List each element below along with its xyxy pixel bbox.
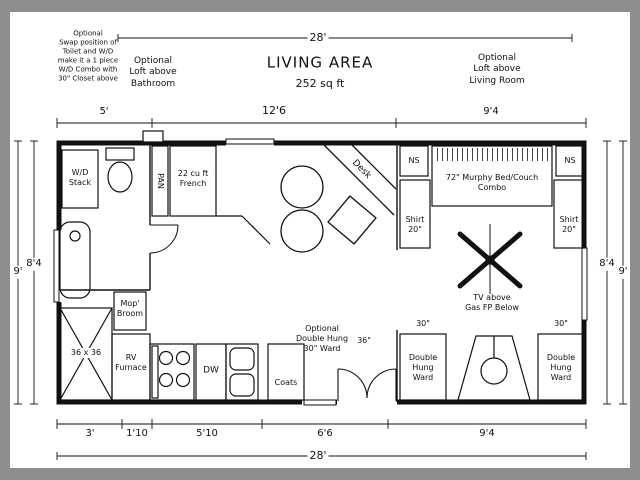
area-subtitle: 252 sq ft — [295, 77, 345, 91]
drawing-sheet — [10, 12, 630, 468]
dim-bottom-9ft4: 9'4 — [479, 427, 495, 439]
wardrobe-left-label: Double Hung Ward — [408, 353, 438, 382]
cabinet-above — [142, 130, 164, 143]
page-title: LIVING AREA — [266, 53, 374, 72]
swap-note: Optional Swap position of Toilet and W/D… — [57, 29, 119, 84]
ward-left-width-label: 30" — [416, 319, 430, 328]
tv-fireplace-label: TV above Gas FP Below — [465, 293, 519, 312]
pantry — [151, 145, 169, 217]
living-area-fixtures — [399, 145, 585, 401]
sink-basin — [229, 373, 255, 397]
burner — [158, 350, 174, 366]
wardrobe-right — [537, 333, 585, 401]
dim-overall-top: 28' — [307, 31, 329, 45]
mop-broom-label: Mop' Broom — [116, 299, 144, 318]
toilet-tank — [105, 147, 135, 161]
desk-edge — [321, 142, 395, 216]
ward-right-width-label: 30" — [554, 319, 568, 328]
dishwasher-label: DW — [203, 365, 219, 376]
bathroom-door — [149, 224, 179, 254]
wardrobe-left — [399, 333, 447, 401]
shirt-closet-left-label: Shirt 20" — [405, 215, 425, 234]
shirt-closet-right — [553, 179, 585, 249]
fridge-label: 22 cu ft French — [177, 169, 209, 188]
fireplace — [457, 335, 531, 401]
shirt-closet-left — [399, 179, 431, 249]
chair — [280, 209, 324, 253]
fireplace-flue — [480, 357, 508, 385]
wd-stack-label: W/D Stack — [68, 168, 92, 187]
coats-closet — [267, 343, 305, 401]
shower-label: 36 x 36 — [68, 348, 104, 358]
kitchen-fixtures — [149, 145, 305, 401]
murphy-bed-label: 72" Murphy Bed/Couch Combo — [445, 173, 539, 192]
mop-closet — [113, 291, 147, 331]
dim-right-inner: 8'4 — [597, 257, 617, 271]
pantry-label: PAN — [156, 173, 165, 189]
dim-overall-bottom: 28' — [307, 449, 329, 463]
dim-bottom-1ft10: 1'10 — [126, 427, 148, 439]
sink-counter — [225, 343, 259, 401]
dim-left-outer: 9' — [11, 265, 25, 279]
dim-bottom-6ft6: 6'6 — [317, 427, 333, 439]
desk-edge — [349, 142, 397, 190]
wardrobe-right-label: Double Hung Ward — [546, 353, 576, 382]
windows — [52, 137, 589, 408]
nightstand-right-label: NS — [564, 156, 576, 165]
french-door — [337, 368, 397, 408]
burner — [158, 372, 174, 388]
dim-top-12ft6: 12'6 — [261, 104, 287, 118]
dim-bottom-3ft: 3' — [85, 427, 95, 439]
nightstand-right — [555, 145, 585, 177]
door-width-label: 36" — [357, 336, 371, 345]
wd-stack — [61, 149, 99, 209]
bathtub — [59, 221, 91, 299]
chair — [280, 165, 324, 209]
burner — [175, 372, 191, 388]
rv-furnace-label: RV Furnace — [115, 353, 147, 372]
dining-desk-area — [280, 142, 397, 253]
shirt-closet-right-label: Shirt 20" — [559, 215, 579, 234]
dim-top-9ft4: 9'4 — [483, 105, 499, 117]
nightstand-left — [399, 145, 429, 177]
nightstand-left-label: NS — [408, 156, 420, 165]
dim-right-outer: 9' — [616, 265, 630, 279]
fridge — [169, 145, 217, 217]
loft-bathroom-note: Optional Loft above Bathroom — [129, 56, 177, 89]
dim-bottom-5ft10: 5'10 — [196, 427, 218, 439]
interior-walls — [59, 143, 398, 402]
optional-ward-note: Optional Double Hung 30" Ward — [295, 324, 349, 353]
dimension-lines — [14, 34, 627, 460]
toilet-bowl — [107, 161, 133, 193]
burner — [175, 350, 191, 366]
ceiling-fan-hub — [485, 255, 495, 265]
coats-label: Coats — [274, 378, 298, 387]
loft-living-note: Optional Loft above Living Room — [469, 53, 525, 86]
bed-headboard — [434, 148, 550, 161]
table — [327, 195, 377, 245]
stove — [149, 343, 195, 401]
murphy-bed — [431, 145, 553, 207]
dim-top-5ft: 5' — [99, 105, 109, 117]
dim-left-inner: 8'4 — [24, 257, 44, 271]
tub-drain — [69, 230, 81, 242]
sink-basin — [229, 347, 255, 371]
